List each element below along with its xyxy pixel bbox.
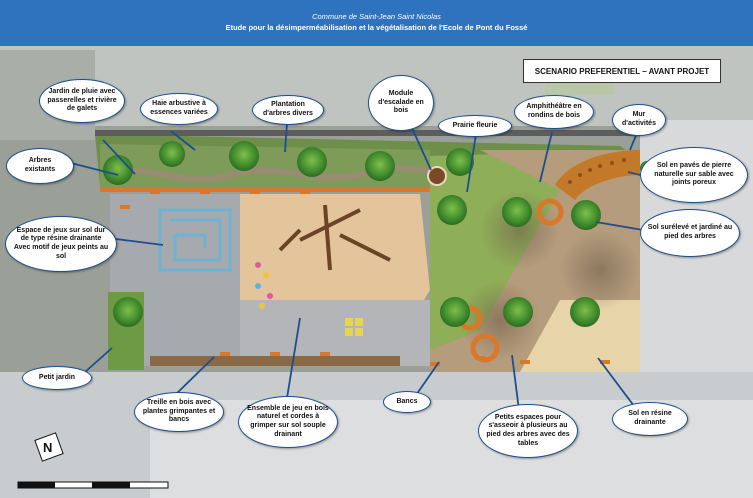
label-sol-paves: Sol en pavés de pierre naturelle sur sab… — [640, 147, 748, 203]
scale-bar — [17, 481, 169, 489]
svg-text:N: N — [43, 440, 52, 455]
label-espace-jeux: Espace de jeux sur sol dur de type résin… — [5, 216, 117, 272]
painted-dots — [255, 262, 273, 309]
label-treille: Treille en bois avec plantes grimpantes … — [134, 392, 224, 432]
label-bancs: Bancs — [383, 391, 431, 413]
orange-edging-top — [100, 188, 430, 192]
label-sol-sureleve: Sol surélevé et jardiné au pied des arbr… — [640, 209, 740, 257]
amphitheatre — [555, 150, 640, 200]
label-haie-arbustive: Haie arbustive à essences variées — [140, 93, 218, 125]
commune-name: Commune de Saint-Jean Saint Nicolas — [312, 12, 441, 21]
amphitheatre-logs — [568, 158, 626, 184]
wall-strip-top — [95, 130, 640, 136]
painted-maze — [158, 208, 232, 272]
label-arbres-existants: Arbres existants — [6, 148, 74, 184]
header-banner: Commune de Saint-Jean Saint Nicolas Etud… — [0, 0, 753, 46]
label-amphitheatre: Amphithéâtre en rondins de bois — [514, 95, 594, 129]
shade-2 — [560, 230, 640, 310]
resin-south-east — [520, 300, 640, 372]
label-module-escalade: Module d'escalade en bois — [368, 75, 434, 131]
climbing-module — [427, 166, 447, 186]
painted-hopscotch — [345, 318, 363, 336]
label-petits-espaces: Petits espaces pour s'asseoir à plusieur… — [478, 404, 578, 458]
label-mur-activites: Mur d'activités — [612, 104, 666, 136]
label-sol-resine: Sol en résine drainante — [612, 402, 688, 436]
study-title: Etude pour la désimperméabilisation et l… — [225, 23, 528, 32]
north-arrow: N — [34, 432, 64, 462]
pergola — [150, 356, 400, 366]
scenario-label: SCENARIO PREFERENTIEL – AVANT PROJET — [523, 59, 721, 83]
label-jardin-pluie: Jardin de pluie avec passerelles et rivi… — [39, 79, 125, 123]
label-ensemble-jeu: Ensemble de jeu en bois naturel et corde… — [238, 396, 338, 448]
wooden-play-structure — [278, 204, 391, 271]
label-prairie-fleurie: Prairie fleurie — [438, 115, 512, 137]
gravel-river — [103, 165, 433, 183]
label-plantation-arbres: Plantation d'arbres divers — [252, 95, 324, 125]
label-petit-jardin: Petit jardin — [22, 366, 92, 390]
